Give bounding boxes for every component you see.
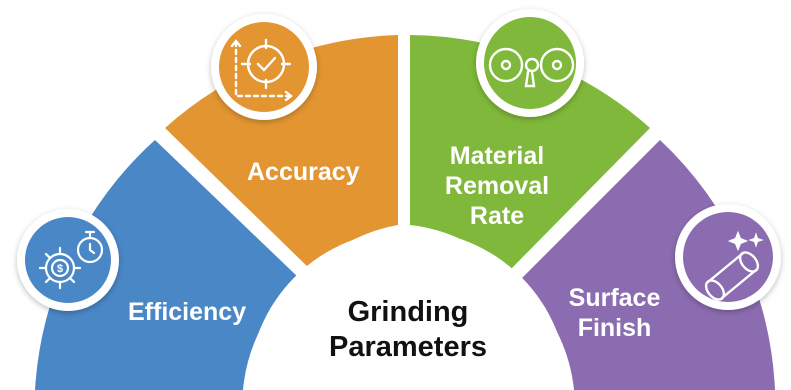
- accuracy-icon-badge: [211, 14, 317, 120]
- efficiency-segment: [35, 140, 300, 390]
- surface-finish-label: Surface Finish: [568, 284, 661, 342]
- efficiency-icon-badge: [17, 209, 119, 311]
- material-removal-rate-label: Material Removal Rate: [444, 142, 550, 230]
- material-removal-rate-icon-badge: [476, 9, 584, 117]
- target-checkmark-icon: [230, 38, 293, 102]
- material-removal-rate-segment: [410, 35, 650, 272]
- grinding-wheels-icon: [488, 47, 575, 88]
- accuracy-label: Accuracy: [247, 158, 360, 186]
- center-hub: [248, 230, 568, 390]
- gear-dollar-stopwatch-icon: $: [38, 230, 104, 290]
- efficiency-label: Efficiency: [128, 298, 247, 326]
- surface-finish-segment: [518, 140, 775, 390]
- surface-finish-icon-badge: [675, 204, 781, 310]
- polished-cylinder-icon: [704, 230, 764, 301]
- svg-text:$: $: [57, 263, 63, 275]
- page-title: Grinding Parameters: [329, 296, 487, 364]
